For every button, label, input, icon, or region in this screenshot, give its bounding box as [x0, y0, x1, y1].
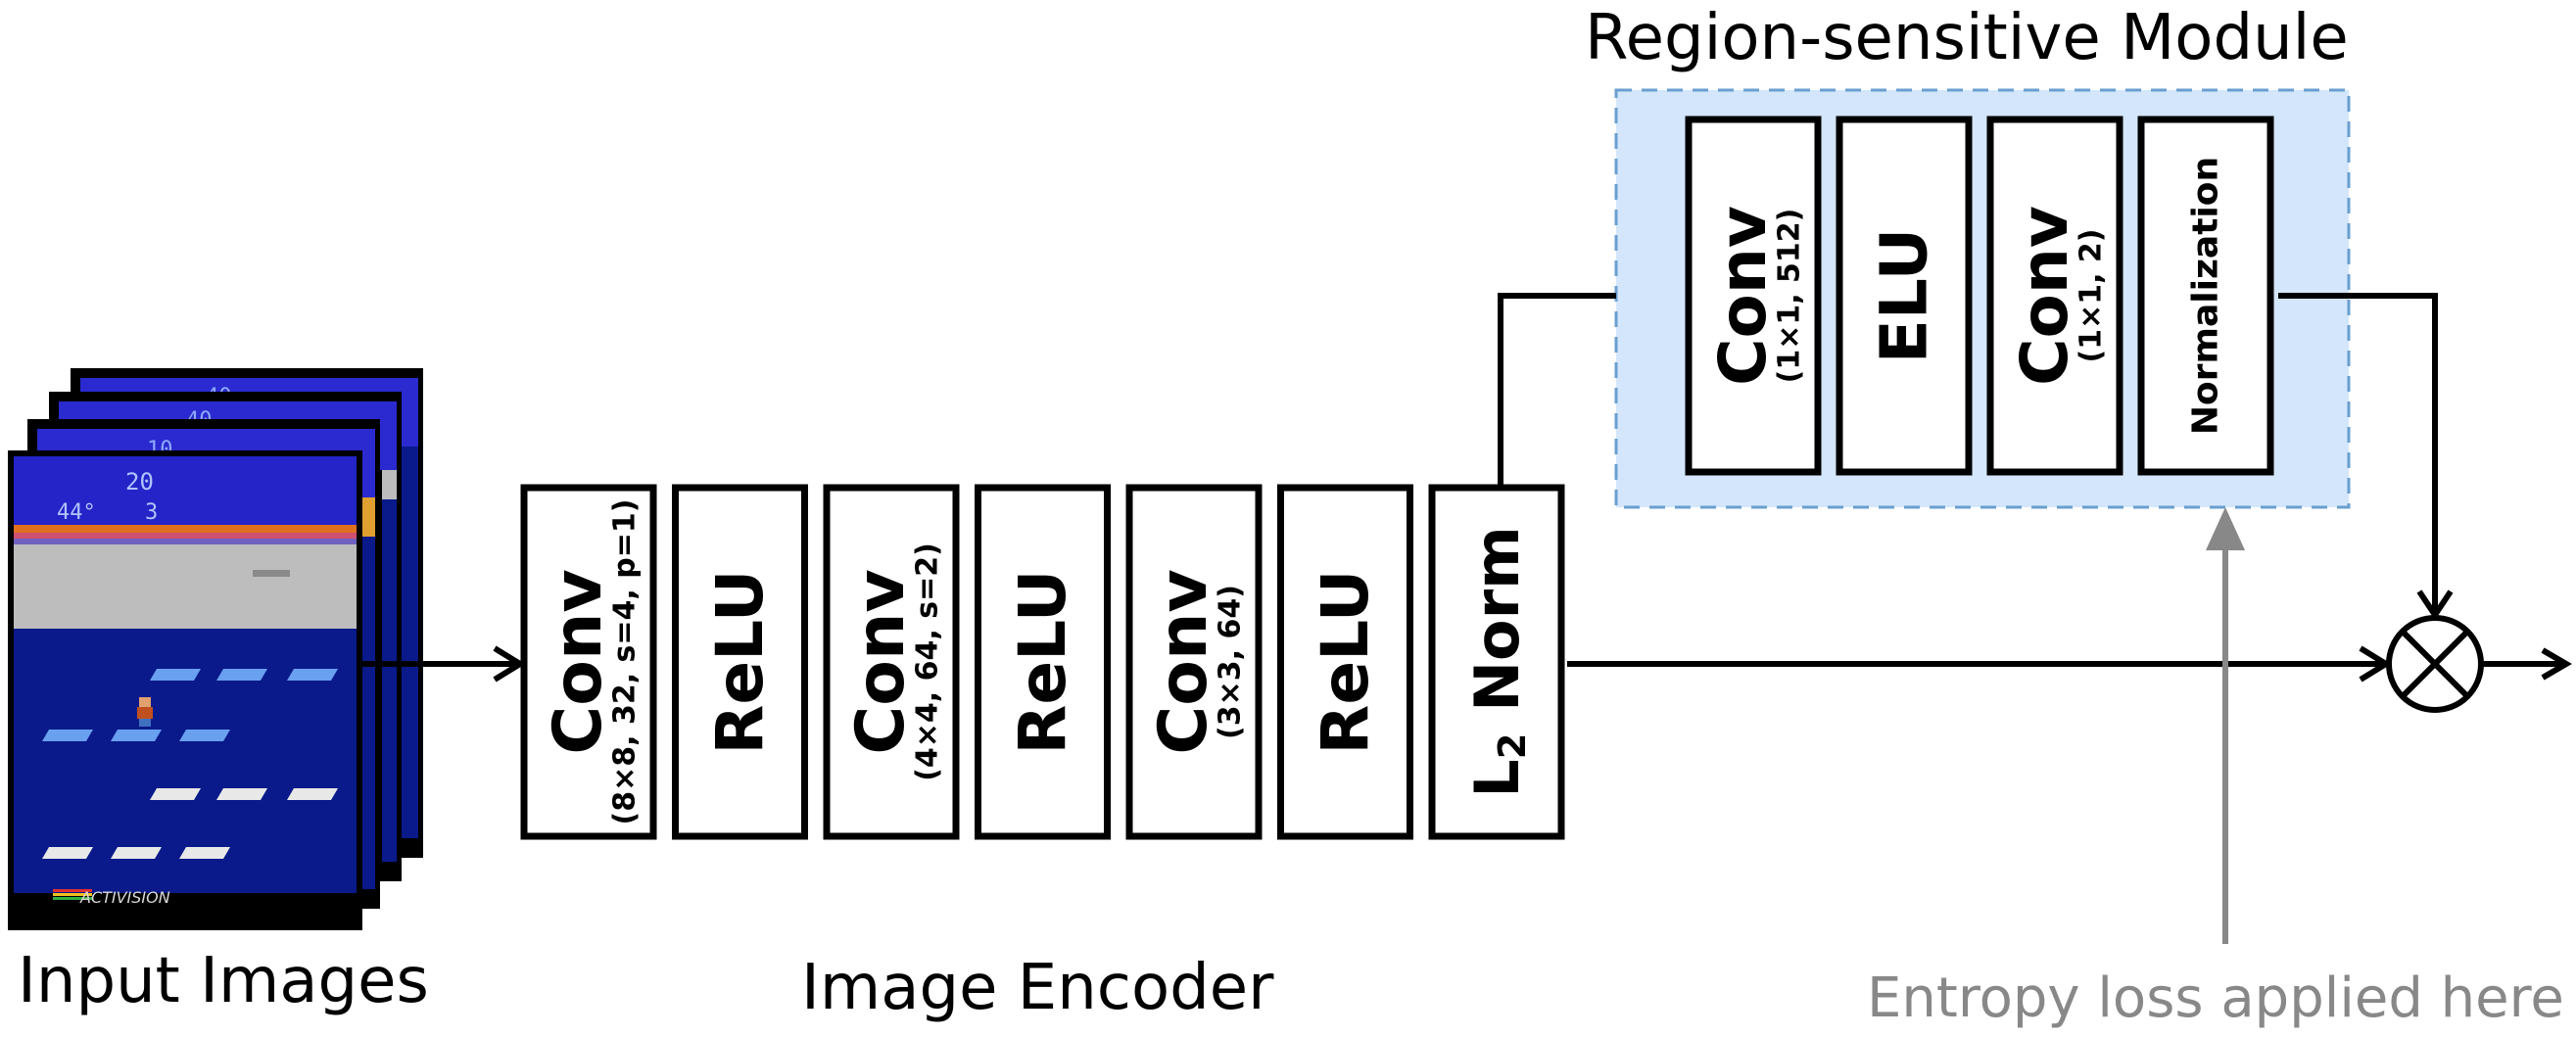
input-images-label: Input Images [18, 945, 429, 1017]
encoder-block-3: ReLU [975, 484, 1111, 840]
encoder-block-5-label: ReLU [1308, 570, 1383, 755]
encoder-block-5: ReLU [1277, 484, 1413, 840]
module-block-2: Conv(1×1, 2) [1986, 116, 2123, 476]
score-right: 3 [145, 500, 158, 525]
module-block-2-params: (1×1, 2) [2074, 228, 2108, 362]
module-block-2-frame [1986, 116, 2123, 476]
logo-stripe-green [53, 897, 92, 900]
module-block-2-label: Conv [2007, 206, 2082, 386]
score-top: 20 [125, 468, 154, 495]
image-encoder-label: Image Encoder [801, 952, 1274, 1024]
module-block-0-label: Conv [1705, 206, 1781, 386]
encoder-block-0-label: Conv [540, 569, 617, 754]
logo-stripe-red [53, 889, 92, 892]
encoder-block-1-frame [672, 484, 808, 840]
encoder-block-0: Conv(8×8, 32, s=4, p=1) [520, 484, 657, 840]
module-to-multiply-line [2278, 293, 2438, 613]
ice-floes [42, 669, 338, 859]
encoder-block-5-frame [1277, 484, 1413, 840]
entropy-loss-annotation: Entropy loss applied here [1867, 507, 2564, 1030]
module-block-1: ELU [1836, 116, 1973, 476]
front-game-frame: 20 44° 3 [8, 450, 362, 930]
encoder-block-1: ReLU [672, 484, 808, 840]
input-images-stack: 40 40 10 20 44° 3 [8, 368, 423, 930]
encoder-block-2-label: Conv [842, 569, 920, 754]
encoder-block-3-label: ReLU [1005, 570, 1080, 755]
score-left: 44° [57, 500, 96, 525]
encoder-block-4: Conv(3×3, 64) [1125, 484, 1263, 840]
encoder-block-2-frame [823, 484, 960, 840]
encoder-block-6-label: L2 Norm [1461, 526, 1535, 798]
entropy-arrowhead [2206, 507, 2245, 550]
encoder-block-6-frame [1428, 484, 1565, 840]
encoder-block-1-label: ReLU [702, 570, 778, 755]
activision-logo: ACTIVISION [79, 888, 170, 907]
elementwise-multiply-node [2386, 615, 2484, 713]
encoder-block-0-params: (8×8, 32, s=4, p=1) [607, 499, 642, 825]
encoder-block-6: L2 Norm [1428, 484, 1565, 840]
encoder-block-0-frame [520, 484, 657, 840]
logo-stripe-yellow [53, 893, 92, 896]
entropy-loss-note: Entropy loss applied here [1867, 966, 2564, 1030]
player-sprite [137, 697, 153, 727]
region-sensitive-module-title: Region-sensitive Module [1585, 2, 2349, 74]
encoder-block-2-params: (4×4, 64, s=2) [910, 542, 944, 781]
module-block-3: Normalization [2137, 116, 2274, 476]
module-block-3-frame [2137, 116, 2274, 476]
encoder-block-4-frame [1125, 484, 1263, 840]
module-block-3-label: Normalization [2186, 157, 2226, 435]
encoder-block-4-label: Conv [1145, 569, 1222, 754]
encoder-block-3-frame [975, 484, 1111, 840]
encoder-block-4-params: (3×3, 64) [1213, 585, 1247, 739]
norm-to-module-line [1498, 293, 1616, 488]
module-block-1-frame [1836, 116, 1973, 476]
module-block-0: Conv(1×1, 512) [1685, 116, 1822, 476]
input-to-encoder-arrowhead [493, 645, 526, 683]
encoder-block-2: Conv(4×4, 64, s=2) [823, 484, 960, 840]
module-block-1-label: ELU [1867, 228, 1942, 363]
module-block-0-frame [1685, 116, 1822, 476]
output-arrowhead [2541, 647, 2572, 681]
module-block-0-params: (1×1, 512) [1772, 209, 1806, 384]
